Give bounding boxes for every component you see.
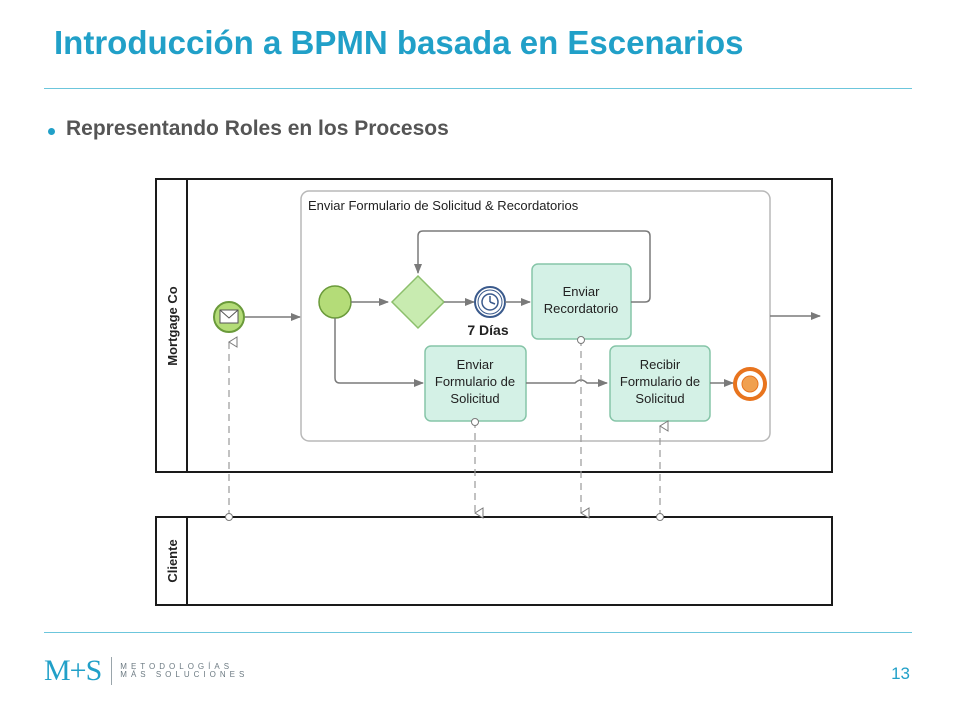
logo-separator xyxy=(111,657,113,685)
pool-mortgage-label: Mortgage Co xyxy=(165,286,180,366)
task-receive-form-line1: Recibir xyxy=(640,357,681,372)
task-send-form-line2: Formulario de xyxy=(435,374,515,389)
page-number: 13 xyxy=(891,664,910,683)
timer-label: 7 Días xyxy=(467,322,508,338)
task-receive-form: Recibir Formulario de Solicitud xyxy=(609,345,711,422)
logo-line1: METODOLOGÍAS xyxy=(120,661,234,671)
clock-icon xyxy=(481,293,499,311)
task-send-reminder-line2: Recordatorio xyxy=(544,301,618,316)
message-flow-origins xyxy=(225,336,664,521)
inner-start-event xyxy=(318,285,352,319)
logo-line2: MÁS SOLUCIONES xyxy=(120,670,249,679)
task-send-reminder-line1: Enviar xyxy=(563,284,601,299)
logo-mark: M+S xyxy=(44,654,102,687)
task-send-form: Enviar Formulario de Solicitud xyxy=(424,345,527,422)
envelope-icon xyxy=(219,309,239,324)
company-logo: M+S METODOLOGÍAS MÁS SOLUCIONES xyxy=(44,656,248,686)
pool-client-label: Cliente xyxy=(165,539,180,582)
bullet-dot-icon xyxy=(48,127,55,135)
exclusive-gateway xyxy=(390,274,446,330)
message-flows xyxy=(228,336,669,519)
end-event xyxy=(733,367,767,401)
bullet-text: Representando Roles en los Procesos xyxy=(66,117,449,140)
task-send-form-line3: Solicitud xyxy=(450,391,499,406)
title-divider xyxy=(44,88,912,89)
message-start-event xyxy=(213,301,245,333)
footer-divider xyxy=(44,632,912,633)
logo-words: METODOLOGÍAS MÁS SOLUCIONES xyxy=(120,661,249,680)
task-receive-form-line2: Formulario de xyxy=(620,374,700,389)
pool-client: Cliente xyxy=(155,516,833,606)
task-receive-form-line3: Solicitud xyxy=(635,391,684,406)
task-send-form-line1: Enviar xyxy=(457,357,495,372)
subprocess-title: Enviar Formulario de Solicitud & Recorda… xyxy=(308,198,579,213)
timer-event xyxy=(474,286,506,318)
task-send-reminder: Enviar Recordatorio xyxy=(531,263,632,340)
slide-title: Introducción a BPMN basada en Escenarios xyxy=(54,24,744,61)
bullet-item: Representando Roles en los Procesos xyxy=(48,117,449,141)
